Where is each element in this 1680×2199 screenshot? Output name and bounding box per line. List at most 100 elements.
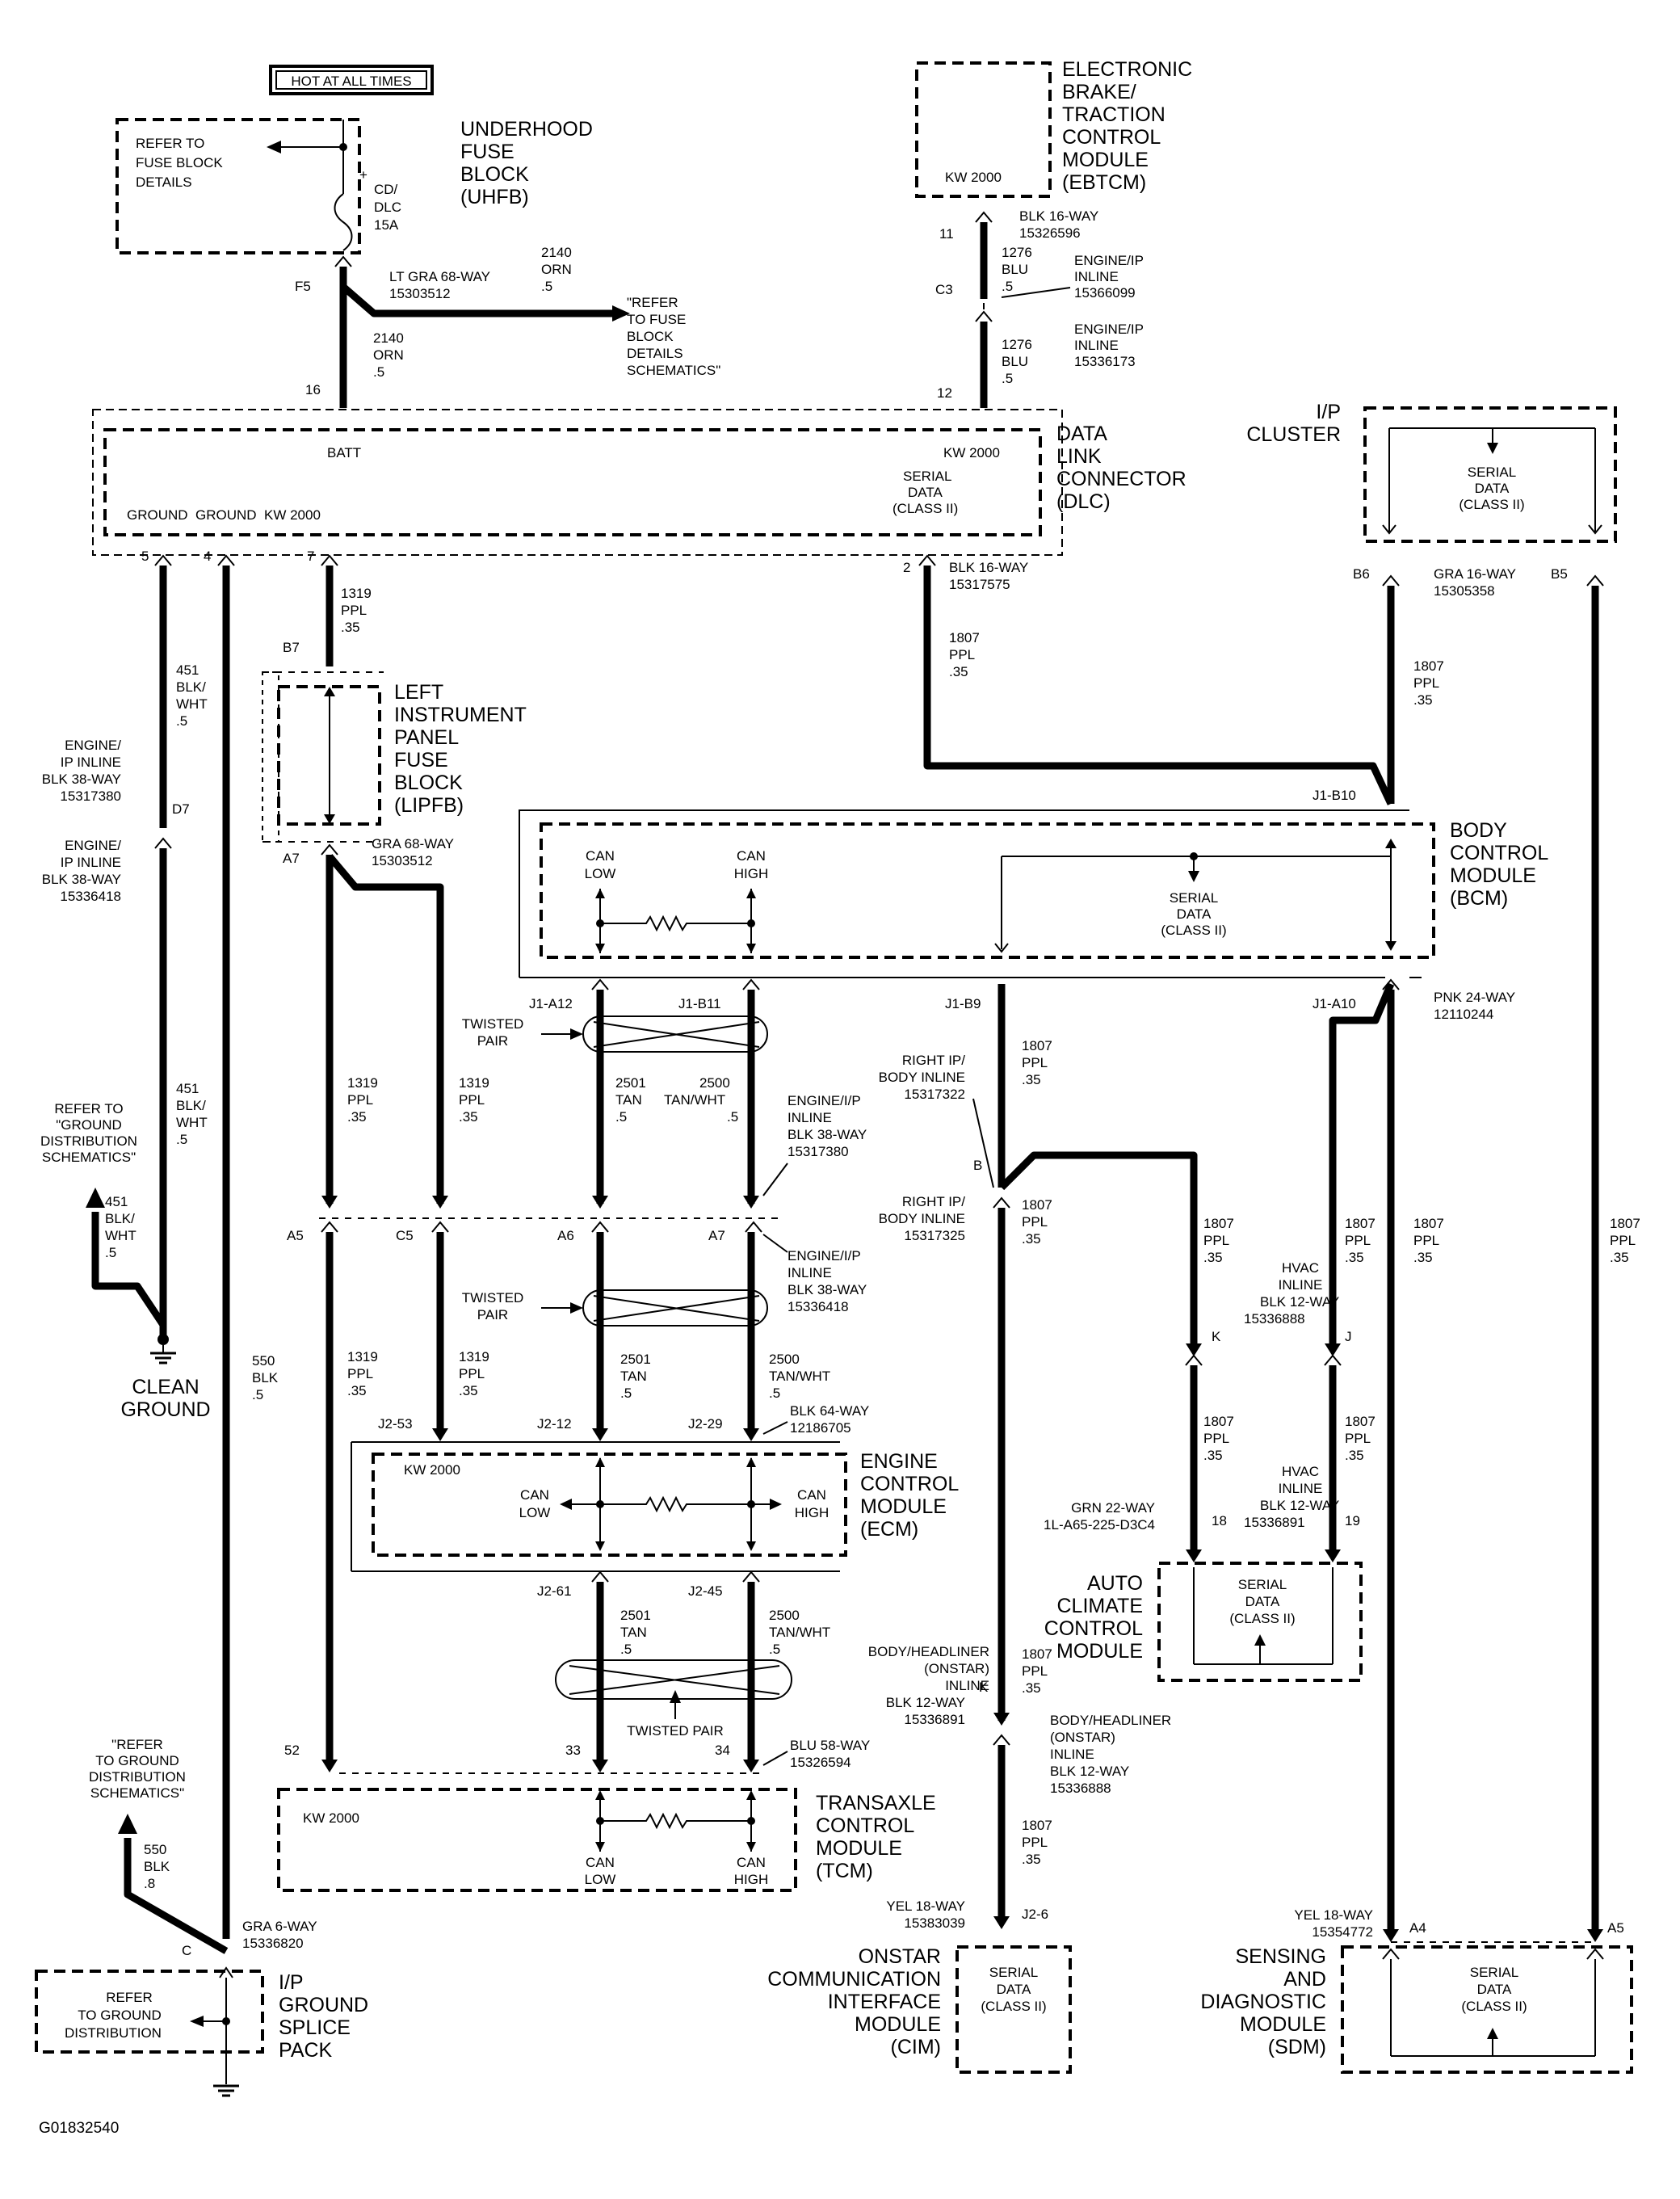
tcm-label-1: TRANSAXLE (816, 1792, 936, 1814)
dlc-conn-2: 15317575 (949, 577, 1010, 592)
cluster-label-1: I/P (1316, 401, 1341, 423)
uhfb-label-3: BLOCK (460, 163, 529, 186)
cluster-label-2: CLUSTER (1246, 423, 1341, 446)
w2500c-1: 2500 (769, 1608, 800, 1623)
w1807dlc-2: PPL (949, 647, 975, 662)
cim-label-2: COMMUNICATION (767, 1968, 941, 1991)
w1807ons-1: 1807 (1022, 1646, 1052, 1662)
accm-module: SERIAL DATA (CLASS II) AUTO CLIMATE CONT… (1044, 1562, 1363, 1682)
w550a-1: 550 (252, 1353, 275, 1369)
ecm-label-4: (ECM) (860, 1518, 918, 1541)
lipfb-label-2: INSTRUMENT (394, 704, 527, 726)
w1807j-2: PPL (1345, 1233, 1371, 1248)
pin-j2-6: J2-6 (1022, 1907, 1048, 1922)
refer-fuse-4: DETAILS (627, 346, 683, 361)
cim-serial-1: SERIAL (989, 1965, 1038, 1980)
uhfb-refer-3: DETAILS (136, 174, 192, 190)
uhfb-label-2: FUSE (460, 141, 514, 163)
cim-module: SERIAL DATA (CLASS II) ONSTAR COMMUNICAT… (767, 1945, 1072, 2074)
refer-fuse-1: "REFER (627, 295, 678, 310)
wire-1807-cluster: B6 GRA 16-WAY 15305358 1807 PPL .35 J1-B… (1312, 566, 1516, 804)
cluster-conn-1: GRA 16-WAY (1434, 566, 1516, 582)
w550a-2: BLK (252, 1370, 279, 1385)
w451c-2: BLK/ (105, 1211, 135, 1226)
w1807cl-2: PPL (1413, 675, 1439, 691)
pin-7: 7 (307, 549, 314, 564)
w451b-4: .5 (176, 1132, 187, 1147)
bcm-canhigh-2: HIGH (734, 866, 769, 881)
sdm-serial-1: SERIAL (1470, 1965, 1518, 1980)
w550b-3: .8 (144, 1876, 155, 1891)
sdm-module: YEL 18-WAY 15354772 A4 A5 SERIAL DATA (C… (1200, 1907, 1633, 2074)
eng-ip-lo-1: ENGINE/I/P (788, 1248, 861, 1263)
w1807-19-1: 1807 (1345, 1414, 1376, 1429)
gnd-ref1-4: SCHEMATICS" (42, 1150, 136, 1165)
w451a-1: 451 (176, 662, 199, 678)
w1319e-3: .35 (459, 1383, 478, 1398)
sdm-label-1: SENSING (1235, 1945, 1326, 1968)
w1319b-3: .35 (347, 1109, 367, 1125)
w1807b5-3: .35 (1610, 1250, 1629, 1265)
w2500a-3: .5 (727, 1109, 738, 1125)
ebtcm-label-6: (EBTCM) (1062, 171, 1146, 194)
gnd-ref2-1: "REFER (111, 1737, 163, 1752)
w1807-18-1: 1807 (1203, 1414, 1234, 1429)
splice-label-2: GROUND (279, 1994, 368, 2016)
hvac-up-4: 15336888 (1244, 1311, 1305, 1327)
w1807ons-3: .35 (1022, 1680, 1041, 1696)
twisted-pair-1b: PAIR (477, 1033, 508, 1049)
w451b-1: 451 (176, 1081, 199, 1096)
ons-lo-5: 15336888 (1050, 1781, 1111, 1796)
hot-label: HOT AT ALL TIMES (269, 65, 434, 95)
uhfb-conn-2: 15303512 (389, 286, 451, 301)
ecm-label-1: ENGINE (860, 1450, 938, 1473)
uhfb-module: REFER TO FUSE BLOCK DETAILS + CD/ DLC 15… (116, 118, 593, 254)
w451c-3: WHT (105, 1228, 136, 1243)
ecm-canhigh-2: HIGH (795, 1505, 830, 1520)
w2140a-2: ORN (541, 262, 572, 277)
w2501c-1: 2501 (620, 1608, 651, 1623)
c3-lo-1: ENGINE/IP (1074, 322, 1144, 337)
tcm-conn-1: BLU 58-WAY (790, 1738, 870, 1753)
w1319e-1: 1319 (459, 1349, 489, 1364)
rip-up-1: RIGHT IP/ (902, 1053, 965, 1068)
hvac-lo-3: BLK 12-WAY (1260, 1498, 1339, 1513)
tcm-canhigh-1: CAN (737, 1855, 766, 1870)
pin-j2-12: J2-12 (537, 1416, 572, 1432)
w1807k-3: .35 (1203, 1250, 1223, 1265)
pin-j2-53: J2-53 (378, 1416, 413, 1432)
bcm-module: CAN LOW CAN HIGH SERIAL DATA (CLASS II) … (519, 809, 1548, 978)
w1807k-1: 1807 (1203, 1216, 1234, 1231)
rip-up-3: 15317322 (904, 1087, 965, 1102)
d7-up-2: IP INLINE (61, 755, 121, 770)
pin-a6: A6 (557, 1228, 574, 1243)
w2500b-2: TAN/WHT (769, 1369, 830, 1384)
accm-conn-1: GRN 22-WAY (1071, 1500, 1155, 1516)
w1319e-2: PPL (459, 1366, 485, 1381)
w1807b5-1: 1807 (1610, 1216, 1640, 1231)
w1807b-2: PPL (1022, 1214, 1048, 1230)
ecm-label-3: MODULE (860, 1495, 947, 1518)
c3-up-1: ENGINE/IP (1074, 253, 1144, 268)
d7-lo-4: 15336418 (60, 889, 121, 904)
accm-conn-2: 1L-A65-225-D3C4 (1044, 1517, 1155, 1533)
w1807a10-3: .35 (1413, 1250, 1433, 1265)
ecm-canhigh-1: CAN (797, 1487, 826, 1503)
sdm-conn-1: YEL 18-WAY (1294, 1907, 1373, 1923)
pin-j1-b11: J1-B11 (678, 996, 721, 1011)
uhfb-refer-1: REFER TO (136, 136, 204, 151)
ons-lo-3: INLINE (1050, 1747, 1094, 1762)
uhfb-label-1: UNDERHOOD (460, 118, 593, 141)
dlc-serial-1: SERIAL (903, 469, 951, 484)
w2140a-3: .5 (541, 279, 552, 294)
uhfb-refer-2: FUSE BLOCK (136, 155, 223, 170)
tcm-kw: KW 2000 (303, 1810, 359, 1826)
rip-lo-3: 15317325 (904, 1228, 965, 1243)
refer-fuse-3: BLOCK (627, 329, 674, 344)
eng-ip-lo-2: INLINE (788, 1265, 832, 1280)
w451a-4: .5 (176, 713, 187, 729)
w1807k-2: PPL (1203, 1233, 1229, 1248)
splice-label-4: PACK (279, 2039, 333, 2062)
fuse-name-2: DLC (374, 200, 401, 215)
w451c-4: .5 (105, 1245, 116, 1260)
